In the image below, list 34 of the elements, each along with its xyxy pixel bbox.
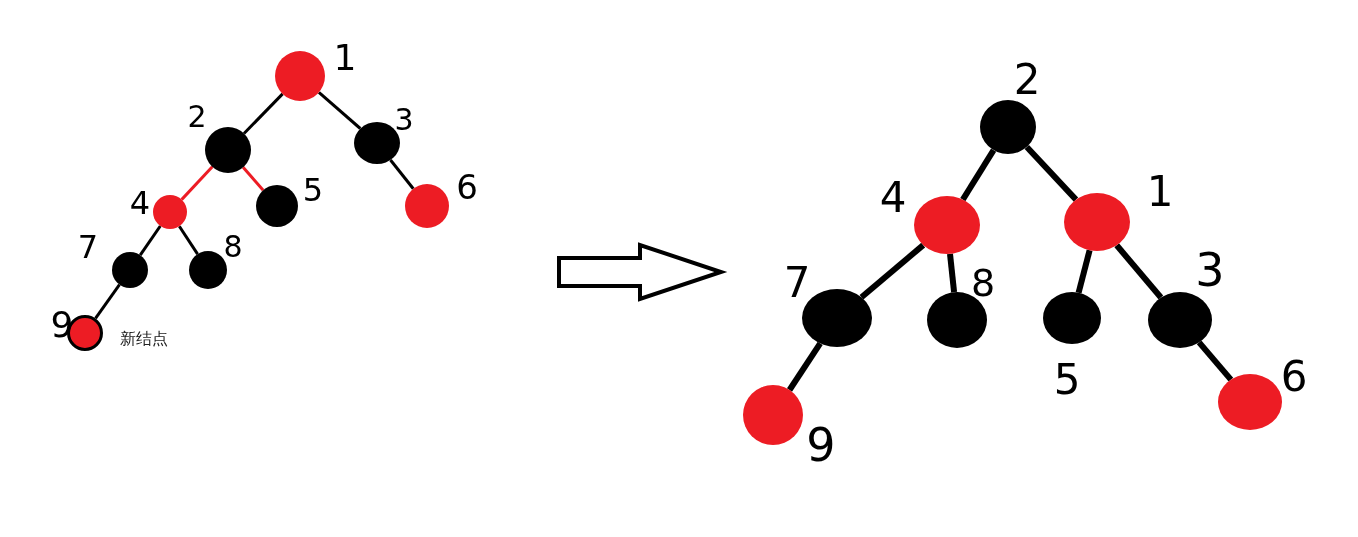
tree-edge <box>180 165 214 201</box>
node-number: 4 <box>129 187 151 219</box>
node-number: 6 <box>456 170 478 204</box>
tree-edge <box>241 166 265 192</box>
node-number: 6 <box>1280 356 1308 398</box>
tree-edge <box>1075 249 1093 294</box>
node-number: 1 <box>333 40 357 76</box>
tree-edge <box>947 253 958 293</box>
tree-edge <box>859 242 926 300</box>
node-number: 9 <box>806 422 836 468</box>
node-number: 1 <box>1146 171 1174 213</box>
node-number: 8 <box>223 232 243 262</box>
node-number: 3 <box>394 105 414 135</box>
tree-edge <box>1114 243 1164 300</box>
node-number: 5 <box>1053 359 1081 401</box>
tree-edge <box>1024 144 1079 202</box>
tree-edge <box>178 225 199 255</box>
tree-edge <box>138 225 162 257</box>
node-number: 4 <box>879 177 907 219</box>
node-number: 2 <box>187 102 207 132</box>
node-number: 8 <box>970 264 996 302</box>
node-number: 7 <box>77 231 99 263</box>
node-number: 5 <box>302 174 324 206</box>
tree-edge <box>242 92 284 135</box>
tree-edge <box>960 148 997 202</box>
node-caption: 新结点 <box>120 330 168 348</box>
tree-edge <box>94 283 121 320</box>
tree-edge <box>787 341 823 392</box>
node-number: 3 <box>1195 247 1225 293</box>
node-number: 7 <box>783 262 811 304</box>
node-number: 2 <box>1013 59 1041 101</box>
tree-edge <box>317 91 362 130</box>
tree-edge <box>1196 340 1234 382</box>
tree-edge <box>389 159 415 190</box>
